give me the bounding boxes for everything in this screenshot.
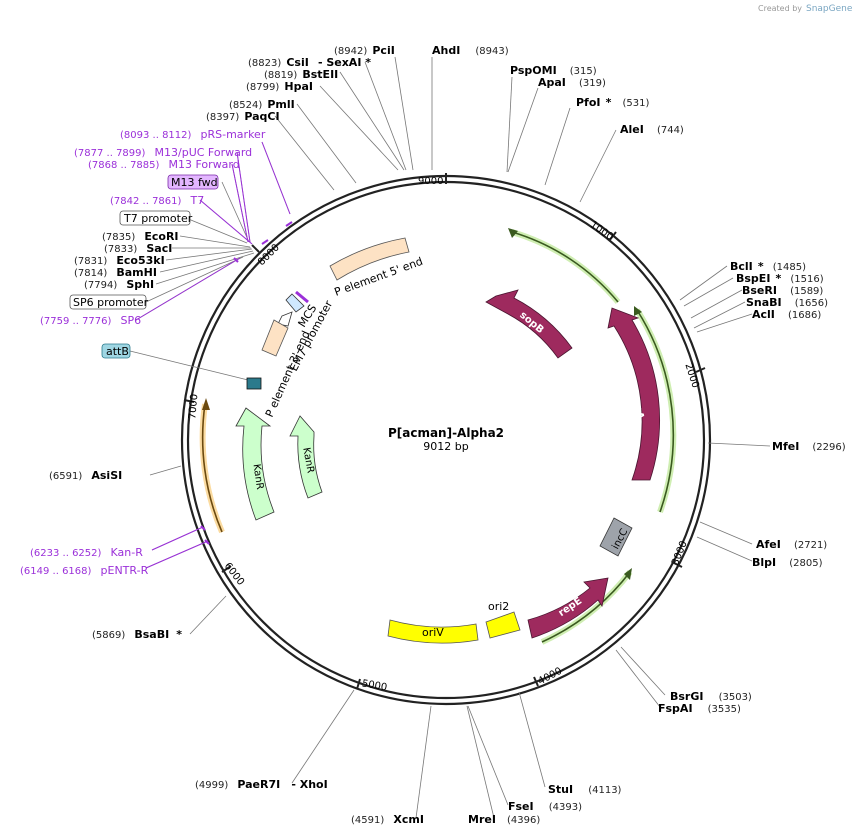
enzyme-bsabi: (5869) BsaBI *	[92, 623, 182, 642]
primer-m13-forward: (7868 .. 7885) M13 Forward	[88, 153, 240, 172]
enzyme-stui: StuI (4113)	[548, 778, 622, 797]
enzyme-pcii: (8942) PciI	[334, 39, 395, 58]
primer-leaders	[135, 141, 291, 569]
tick-1000: 1000	[588, 219, 615, 243]
primer-pentr-r: (6149 .. 6168) pENTR-R	[20, 559, 149, 578]
mcs-marker	[295, 290, 309, 304]
enzyme-mrei: MreI (4396)	[468, 808, 540, 827]
primer-kan-r: (6233 .. 6252) Kan-R	[30, 541, 143, 560]
orf-arcs	[199, 228, 677, 645]
enzyme-apai: ApaI (319)	[538, 71, 606, 90]
m13-fwd-label: M13 fwd	[171, 176, 218, 189]
enzyme-saci: (7833) SacI	[104, 237, 172, 256]
enzyme-asisi: (6591) AsiSI	[49, 464, 122, 483]
enzyme-bcli: BclI * (1485)	[730, 255, 806, 274]
primer-marks	[200, 221, 293, 545]
features	[235, 237, 660, 644]
enzyme-blpi: BlpI (2805)	[752, 551, 823, 570]
ori2-label: ori2	[488, 600, 509, 613]
enzyme-paer7i: (4999) PaeR7I - XhoI	[195, 773, 328, 792]
oriv-label: oriV	[422, 626, 444, 639]
attb-feature	[246, 377, 262, 390]
sp6-promoter-box	[69, 294, 147, 310]
credit: Created by SnapGene	[758, 4, 853, 14]
orf-4	[201, 403, 223, 533]
enzyme-pfoi: PfoI * (531)	[576, 91, 649, 110]
enzyme-ecori: (7835) EcoRI	[102, 225, 179, 244]
enzyme-hpai: (8799) HpaI	[246, 75, 313, 94]
em7-promoter-feature	[277, 311, 293, 327]
enzyme-csii: (8823) CsiI - SexAI *	[248, 51, 371, 70]
credit-prefix: Created by	[758, 4, 802, 13]
tick-marks	[183, 173, 706, 690]
sopb-feature	[485, 289, 573, 359]
p-element-5-end	[329, 237, 410, 281]
primer-labels: (8093 .. 8112) pRS-marker (7877 .. 7899)…	[20, 123, 266, 578]
p-element-3-end	[261, 319, 289, 357]
primer-prs-marker: (8093 .. 8112) pRS-marker	[120, 123, 266, 142]
t7-promoter-label: T7 promoter	[123, 212, 193, 225]
orf-2	[636, 309, 675, 513]
m13-fwd-box	[167, 174, 219, 190]
repe-feature	[527, 577, 609, 639]
enzyme-mfei: MfeI (2296)	[772, 435, 846, 454]
enzyme-pmli: (8524) PmlI	[229, 93, 295, 112]
tick-8000: 8000	[256, 242, 282, 268]
enzyme-alei: AleI (744)	[620, 118, 684, 137]
center-title: P[acman]-Alpha2 9012 bp	[388, 426, 504, 453]
enzyme-fsei: FseI (4393)	[508, 795, 582, 814]
boxed-labels: M13 fwd T7 promoter SP6 promoter attB	[69, 174, 219, 359]
t7-promoter-box	[119, 210, 191, 226]
orf-3	[541, 571, 631, 643]
primer-m13-puc-forward: (7877 .. 7899) M13/pUC Forward	[74, 141, 252, 160]
kanr-outer-feature	[235, 407, 275, 521]
enzyme-bspei: BspEI * (1516)	[736, 267, 824, 286]
plasmid-name: P[acman]-Alpha2	[388, 426, 504, 440]
enzyme-bseri: BseRI (1589)	[742, 279, 823, 298]
tick-7000: 7000	[187, 393, 200, 419]
orf-1-glow	[511, 229, 621, 304]
enzyme-fspai: FspAI (3535)	[658, 697, 741, 716]
sopa-feature	[607, 307, 660, 481]
orf-1	[511, 231, 619, 303]
mcs-feature	[285, 293, 305, 313]
oriv-feature	[387, 619, 479, 644]
enzyme-ahdi: AhdI (8943)	[432, 39, 509, 58]
enzyme-pspomi: PspOMI (315)	[510, 59, 597, 78]
sopa-label: sopA	[630, 391, 646, 420]
credit-brand: SnapGene	[806, 4, 853, 14]
tick-9000: 9000	[418, 176, 443, 187]
tick-3000: 3000	[670, 539, 690, 567]
orf-4-glow	[199, 403, 225, 534]
enzyme-bsteii: (8819) BstEII	[264, 63, 338, 82]
enzyme-bsrgi: BsrGI (3503)	[670, 685, 752, 704]
plasmid-size: 9012 bp	[423, 440, 468, 453]
enzyme-snabi: SnaBI (1656)	[746, 291, 828, 310]
enzyme-sphi: (7794) SphI	[84, 273, 154, 292]
enzyme-labels: (8942) PciI AhdI (8943) (8823) CsiI - Se…	[49, 39, 846, 827]
tick-2000: 2000	[682, 362, 700, 390]
enzyme-paqci: (8397) PaqCI	[206, 105, 280, 124]
kanr-inner-feature	[289, 415, 323, 499]
enzyme-eco53ki: (7831) Eco53kI	[74, 249, 165, 268]
attb-label: attB	[106, 345, 129, 358]
primer-t7: (7842 .. 7861) T7	[110, 189, 204, 208]
enzyme-bamhi: (7814) BamHI	[74, 261, 157, 280]
tick-4000: 4000	[536, 666, 564, 688]
incc-feature	[599, 517, 633, 557]
primer-sp6: (7759 .. 7776) SP6	[40, 309, 141, 328]
sp6-promoter-label: SP6 promoter	[73, 296, 149, 309]
enzyme-afei: AfeI (2721)	[756, 533, 827, 552]
tick-5000: 5000	[361, 678, 388, 693]
enzyme-xcmi: (4591) XcmI	[351, 808, 424, 827]
kanr-outer-label: KanR	[250, 463, 264, 490]
attb-box	[101, 343, 131, 359]
enzyme-acli: AclI (1686)	[752, 303, 821, 322]
kanr-inner-label: KanR	[300, 447, 315, 474]
ori2-feature	[485, 611, 521, 639]
